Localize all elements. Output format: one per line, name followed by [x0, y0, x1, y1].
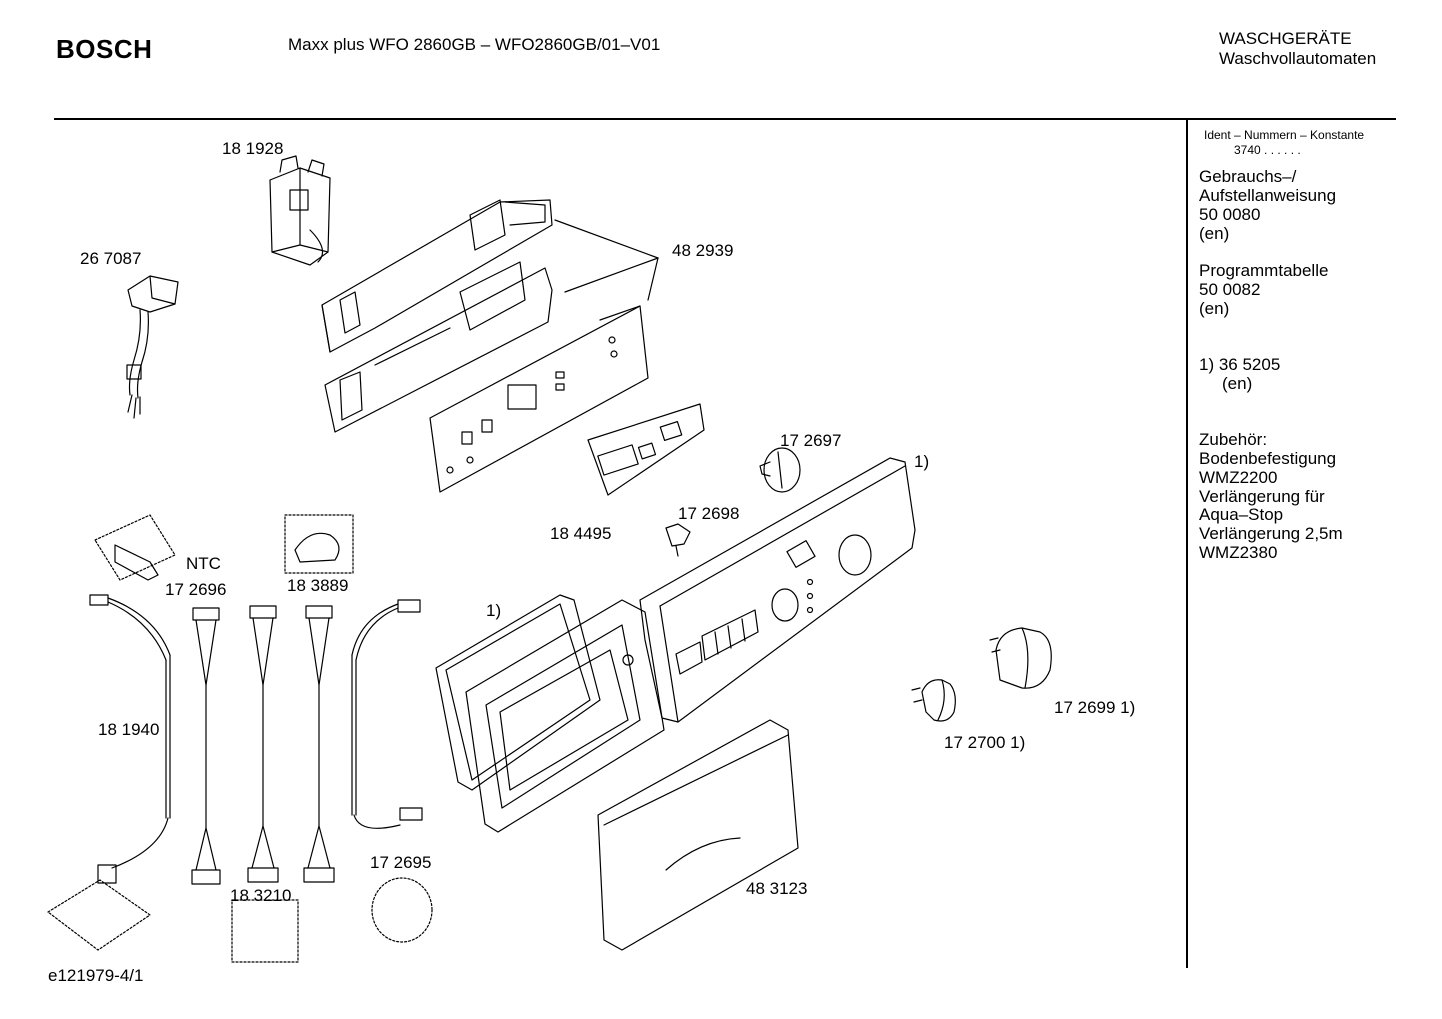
part-183889-outline: [284, 514, 354, 574]
accessory-line-1: Bodenbefestigung: [1199, 449, 1337, 468]
button-172698-part: [665, 523, 691, 557]
control-panel-part: [639, 457, 916, 723]
sidebar-divider: [1186, 118, 1188, 968]
accessory-line-4: Aqua–Stop: [1199, 505, 1284, 524]
label-183889: 18 3889: [287, 576, 349, 595]
label-ntc: NTC: [186, 554, 221, 573]
label-gasket-note: 1): [486, 601, 502, 620]
knob-172700-part: [911, 679, 956, 722]
program-lang: (en): [1199, 299, 1230, 318]
label-482939: 48 2939: [672, 241, 734, 260]
manual-number: 50 0080: [1199, 205, 1261, 224]
knob-172697-part: [759, 447, 801, 493]
accessory-line-2: WMZ2200: [1199, 468, 1278, 487]
suppressor-part: [269, 155, 331, 266]
ident-label: Ident – Nummern – Konstante: [1204, 128, 1365, 142]
note-number: 1) 36 5205: [1199, 355, 1281, 374]
accessory-title: Zubehör:: [1199, 430, 1268, 449]
brand-logo: BOSCH: [56, 34, 153, 64]
header-divider: [54, 118, 1396, 120]
manual-title-2: Aufstellanweisung: [1199, 186, 1337, 205]
note-lang: (en): [1222, 374, 1253, 393]
label-184495: 18 4495: [550, 524, 612, 543]
accessory-line-6: WMZ2380: [1199, 543, 1278, 562]
accessory-line-5: Verlängerung 2,5m: [1199, 524, 1343, 543]
knob-172699-part: [989, 627, 1052, 689]
category-title: WASCHGERÄTE: [1219, 29, 1352, 48]
drawing-id: e121979-4/1: [48, 966, 144, 985]
label-172695: 17 2695: [370, 853, 432, 872]
label-172696: 17 2696: [165, 580, 227, 599]
label-267087: 26 7087: [80, 249, 142, 268]
ntc-sensor-part: [94, 514, 176, 581]
label-172700: 17 2700 1): [944, 733, 1026, 752]
label-483123: 48 3123: [746, 879, 808, 898]
mains-cable-part: [126, 275, 179, 419]
harness-middle-parts: [191, 599, 423, 885]
drawer-front-part: [597, 719, 799, 951]
label-panel-note: 1): [914, 452, 930, 471]
control-module-part: [321, 199, 659, 493]
ntc-sensor-body: [114, 544, 159, 581]
manual-lang: (en): [1199, 224, 1230, 243]
exploded-view-diagram: [47, 155, 1052, 963]
label-181940: 18 1940: [98, 720, 160, 739]
manual-title-1: Gebrauchs–/: [1199, 167, 1297, 186]
display-board-part: [587, 403, 705, 496]
drawer-frame-part: [465, 599, 665, 833]
subcategory-title: Waschvollautomaten: [1219, 49, 1377, 68]
gasket-part: [435, 594, 601, 791]
label-172698: 17 2698: [678, 504, 740, 523]
model-title: Maxx plus WFO 2860GB – WFO2860GB/01–V01: [288, 35, 661, 54]
program-title: Programmtabelle: [1199, 261, 1329, 280]
bottom-dashed-components: [47, 877, 433, 963]
accessory-line-3: Verlängerung für: [1199, 487, 1325, 506]
label-183210: 18 3210: [230, 886, 292, 905]
program-number: 50 0082: [1199, 280, 1261, 299]
harness-181940-part: [89, 594, 171, 884]
ident-value: 3740 . . . . . .: [1234, 143, 1301, 157]
label-181928: 18 1928: [222, 139, 284, 158]
label-172699: 17 2699 1): [1054, 698, 1136, 717]
label-172697: 17 2697: [780, 431, 842, 450]
